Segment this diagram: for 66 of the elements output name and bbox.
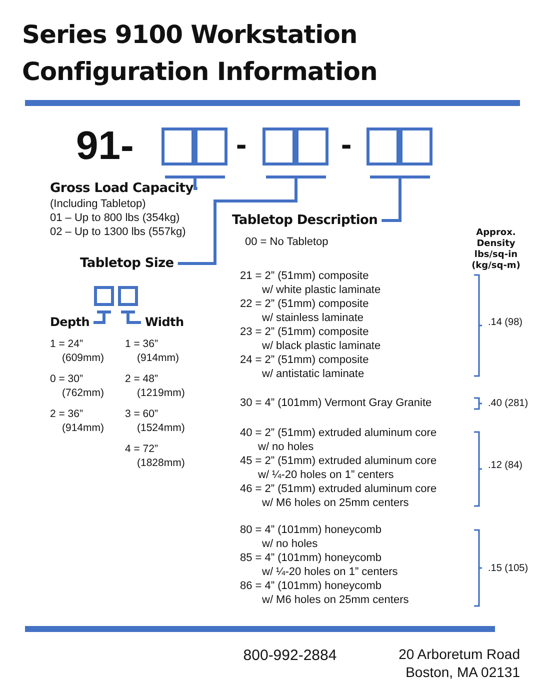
size-option: (914mm): [137, 352, 180, 365]
option-text: 80 = 4” (101mm) honeycomb: [240, 524, 382, 537]
option-text: w/ white plastic laminate: [262, 284, 381, 297]
option-text: w/ black plastic laminate: [262, 340, 381, 353]
section-heading: Tabletop Size: [80, 256, 174, 271]
density-value: .12 (84): [488, 459, 522, 472]
dimension-heading: Depth: [50, 315, 90, 330]
size-option: 0 = 30”: [50, 373, 83, 386]
section-heading: Gross Load Capacity: [50, 181, 194, 196]
option-text: w/ no holes: [262, 538, 318, 551]
digit-boxes: [366, 127, 434, 179]
size-option: (609mm): [62, 352, 104, 365]
option-text: 86 = 4” (101mm) honeycomb: [240, 580, 382, 593]
digit-box: [94, 286, 114, 314]
address-line: Boston, MA 02131: [406, 663, 520, 681]
phone-number: 800-992-2884: [243, 647, 337, 665]
density-value: .40 (281): [488, 397, 528, 410]
leader-line: [194, 177, 198, 190]
option-text: 40 = 2” (51mm) extruded aluminum core: [240, 427, 437, 440]
leader-line: [126, 312, 141, 324]
option-text: w/ no holes: [258, 441, 314, 454]
option-text: 21 = 2” (51mm) composite: [240, 270, 369, 283]
digit-boxes: [161, 127, 229, 179]
option-text: w/ antistatic laminate: [262, 368, 364, 381]
option-text: 45 = 2” (51mm) extruded aluminum core: [240, 455, 437, 468]
digit-box: [118, 286, 138, 314]
leader-line: [382, 177, 402, 222]
size-option: (1524mm): [137, 422, 185, 435]
size-option: (1219mm): [137, 387, 185, 400]
address-line: 20 Arboretum Road: [398, 645, 520, 663]
size-option: 2 = 36”: [50, 408, 83, 421]
size-option: 1 = 36”: [125, 338, 158, 351]
size-option: 2 = 48”: [125, 373, 158, 386]
option-text: 85 = 4” (101mm) honeycomb: [240, 552, 382, 565]
size-option: (1828mm): [137, 457, 185, 470]
option-text: w/ M6 holes on 25mm centers: [262, 497, 409, 510]
option-text: 02 – Up to 1300 lbs (557kg): [50, 226, 186, 239]
dimension-heading: Width: [145, 315, 184, 330]
option-text: w/ M6 holes on 25mm centers: [262, 594, 409, 607]
leader-line: [178, 177, 298, 265]
digit-boxes: [262, 127, 330, 179]
option-text: w/ ¼-20 holes on 1” centers: [262, 566, 398, 579]
separator-dash: -: [236, 125, 247, 164]
model-prefix: 91-: [76, 123, 134, 170]
option-text: (Including Tabletop): [50, 198, 146, 211]
option-text: w/ stainless laminate: [262, 312, 364, 325]
size-option: 3 = 60”: [125, 408, 158, 421]
section-heading: Tabletop Description: [232, 213, 378, 228]
separator-dash: -: [341, 125, 352, 164]
title: Series 9100 Workstation Configuration Information: [22, 19, 378, 88]
option-text: 46 = 2” (51mm) extruded aluminum core: [240, 483, 437, 496]
option-text: 30 = 4” (101mm) Vermont Gray Granite: [240, 397, 432, 410]
option-text: 01 – Up to 800 lbs (354kg): [50, 212, 180, 225]
size-option: (762mm): [62, 387, 104, 400]
option-text: 23 = 2” (51mm) composite: [240, 326, 369, 339]
option-text: 24 = 2” (51mm) composite: [240, 354, 369, 367]
option-text: w/ ¼-20 holes on 1” centers: [258, 469, 394, 482]
column-header: Approx. Density lbs/sq-in (kg/sq-m): [470, 228, 522, 272]
density-value: .15 (105): [488, 562, 528, 575]
density-value: .14 (98): [488, 316, 522, 329]
option-text: 22 = 2” (51mm) composite: [240, 298, 369, 311]
size-option: (914mm): [62, 422, 104, 435]
leader-line: [93, 312, 106, 324]
size-option: 4 = 72”: [125, 443, 158, 456]
option-text: 00 = No Tabletop: [245, 236, 328, 249]
size-option: 1 = 24”: [50, 338, 83, 351]
